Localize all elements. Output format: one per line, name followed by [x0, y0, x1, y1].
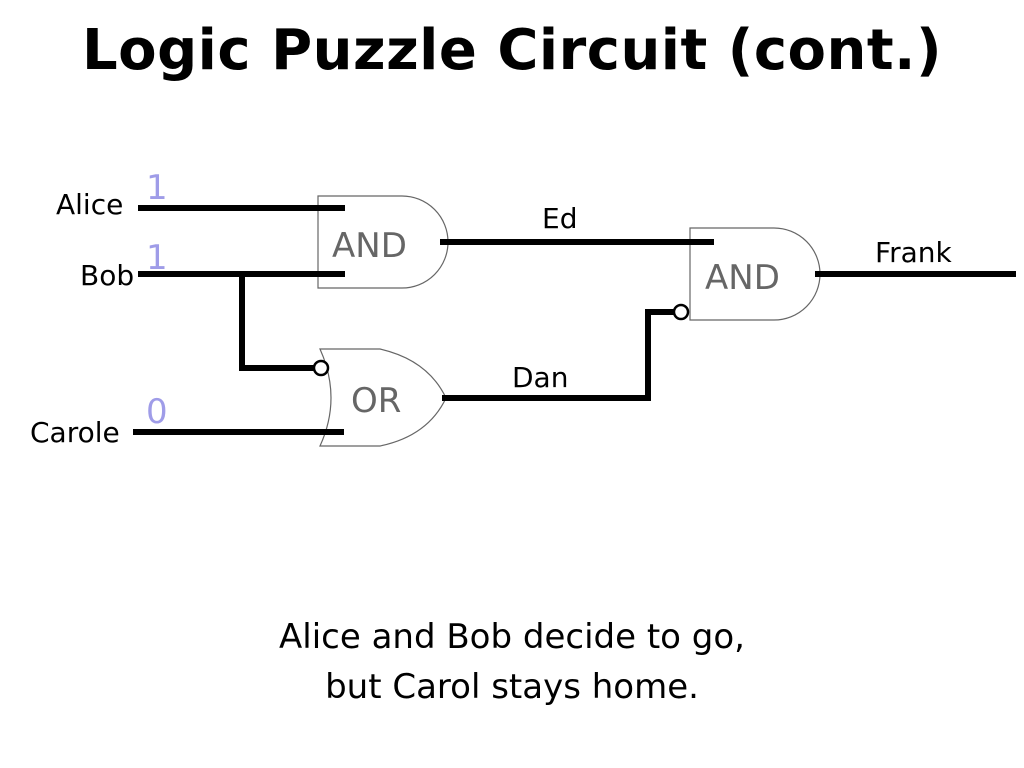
input-value-carole: 0 — [146, 392, 168, 432]
and-gate-2-label: AND — [705, 258, 780, 298]
or-gate — [319, 348, 447, 447]
caption: Alice and Bob decide to go, but Carol st… — [0, 612, 1024, 712]
wire-bob-branch — [239, 274, 316, 371]
wire-label-ed: Ed — [542, 202, 577, 235]
negation-bubble-or-input — [312, 359, 330, 377]
wire-label-dan: Dan — [512, 361, 568, 394]
negation-bubble-and-input — [672, 303, 690, 321]
input-label-carole: Carole — [30, 416, 120, 449]
or-gate-label: OR — [351, 381, 401, 421]
wire-label-frank: Frank — [875, 236, 952, 269]
caption-line-1: Alice and Bob decide to go, — [279, 617, 745, 657]
input-label-bob: Bob — [80, 259, 134, 292]
caption-line-2: but Carol stays home. — [325, 667, 699, 707]
input-value-bob: 1 — [146, 238, 168, 278]
input-value-alice: 1 — [146, 168, 168, 208]
input-label-alice: Alice — [56, 188, 123, 221]
page-title: Logic Puzzle Circuit (cont.) — [81, 18, 943, 83]
and-gate-1-label: AND — [332, 226, 407, 266]
wire-dan — [442, 309, 675, 401]
